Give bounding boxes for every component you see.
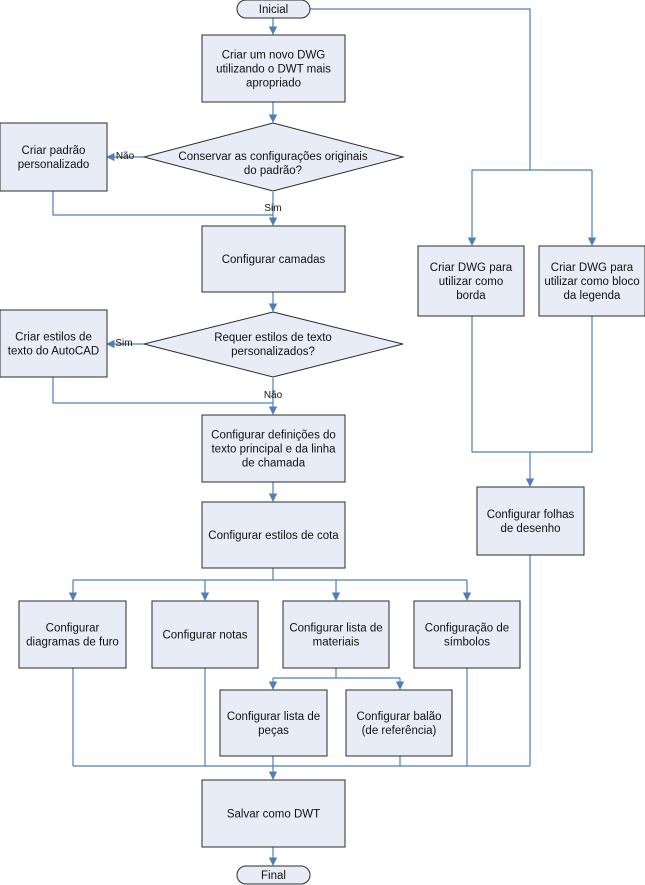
node-text-line: da legenda (564, 290, 622, 302)
node-text-line: Criar DWG para (551, 262, 634, 274)
box-balao-text: Configurar balão (de referência) (356, 711, 441, 737)
node-text-line: (de referência) (362, 725, 437, 737)
node-text-line: Salvar como DWT (227, 809, 320, 821)
box-estilos-autocad: Criar estilos de texto do AutoCAD (0, 309, 108, 378)
edge-start-right (310, 8, 531, 170)
edge-label-sim-2: Sim (115, 338, 132, 349)
node-text-line: texto principal e da linha (211, 444, 336, 456)
box-dwg-borda: Criar DWG para utilizar como borda (417, 245, 525, 317)
node-text-line: utilizando o DWT mais (216, 64, 331, 76)
box-salvar-dwt: Salvar como DWT (201, 779, 346, 848)
node-text-line: de desenho (500, 523, 560, 535)
node-text-line: símbolos (444, 637, 490, 649)
box-padrao-personalizado: Criar padrão personalizado (0, 122, 108, 192)
edge-borda-down (471, 316, 530, 453)
box-materiais-text: Configurar lista de materiais (289, 623, 382, 649)
node-text-line: Conservar as configurações originais (178, 151, 367, 163)
node-text-line: Configuração de (425, 623, 509, 635)
end-terminal: Final (236, 865, 311, 885)
node-text-line: utilizar como bloco (544, 276, 639, 288)
box-def-texto: Configurar definições do texto principal … (201, 414, 346, 483)
node-text-line: texto do AutoCAD (8, 346, 99, 358)
edge-label-nao-1: Não (116, 151, 135, 162)
edge-label-nao-2: Não (264, 390, 283, 401)
node-text-line: personalizado (18, 159, 90, 171)
box-def-texto-text: Configurar definições do texto principal … (211, 430, 336, 470)
decision-requer-estilos: Requer estilos de texto personalizados? (143, 311, 404, 378)
box-simbolos: Configuração de símbolos (413, 600, 521, 669)
node-text-line: Criar padrão (22, 145, 86, 157)
start-label: Inicial (259, 4, 288, 16)
edge-legenda-down (530, 316, 593, 453)
node-text-line: diagramas de furo (26, 637, 119, 649)
box-lista-materiais: Configurar lista de materiais (282, 600, 390, 669)
box-folhas-desenho: Configurar folhas de desenho (476, 486, 585, 556)
box-dwg-legenda: Criar DWG para utilizar como bloco da lege… (538, 245, 645, 317)
box-borda-text: Criar DWG para utilizar como borda (430, 262, 513, 302)
box-salvar-text: Salvar como DWT (227, 809, 320, 821)
node-text-line: Configurar lista de (227, 711, 320, 723)
connectors (52, 8, 597, 866)
box-camadas-text: Configurar camadas (222, 254, 326, 266)
decision-conservar-text: Conservar as configurações originais do p… (178, 151, 367, 177)
node-text-line: Requer estilos de texto (214, 332, 332, 344)
box-cota-text: Configurar estilos de cota (208, 530, 339, 542)
edge-autocad-merge (52, 377, 273, 404)
node-text-line: Criar um novo DWG (222, 50, 326, 62)
node-text-line: peças (258, 725, 289, 737)
box-folhas-text: Configurar folhas de desenho (487, 509, 575, 535)
decision-conservar: Conservar as configurações originais do p… (142, 122, 405, 192)
box-padrao-text: Criar padrão personalizado (18, 145, 90, 171)
end-label: Final (261, 870, 286, 882)
edge-padrao-merge (52, 191, 273, 216)
node-text-line: Configurar estilos de cota (208, 530, 339, 542)
box-simbolos-text: Configuração de símbolos (425, 623, 509, 649)
box-legenda-text: Criar DWG para utilizar como bloco da lege… (544, 262, 639, 302)
edge-label-sim-1: Sim (264, 203, 281, 214)
node-text-line: Configurar definições do (211, 430, 336, 442)
box-diagramas-furo: Configurar diagramas de furo (18, 600, 127, 669)
box-furo-text: Configurar diagramas de furo (26, 623, 119, 649)
node-text-line: utilizar como (439, 276, 504, 288)
node-text-line: Configurar balão (356, 711, 441, 723)
start-terminal: Inicial (236, 0, 311, 19)
node-text-line: personalizados? (231, 346, 315, 358)
node-text-line: borda (456, 290, 486, 302)
node-text-line: Configurar (46, 623, 100, 635)
box-pecas-text: Configurar lista de peças (227, 711, 320, 737)
node-text-line: materiais (313, 637, 360, 649)
node-text-line: Configurar lista de (289, 623, 382, 635)
box-estilos-cota: Configurar estilos de cota (201, 501, 346, 569)
box-lista-pecas: Configurar lista de peças (219, 689, 328, 757)
box-notas-text: Configurar notas (162, 630, 247, 642)
box-novo-dwg: Criar um novo DWG utilizando o DWT mais ap… (201, 34, 346, 103)
node-text-line: Criar DWG para (430, 262, 513, 274)
box-novo-dwg-text: Criar um novo DWG utilizando o DWT mais ap… (216, 50, 331, 90)
node-text-line: Configurar camadas (222, 254, 326, 266)
box-balao: Configurar balão (de referência) (345, 689, 453, 757)
node-text-line: Criar estilos de (15, 332, 92, 344)
node-text-line: Configurar folhas (487, 509, 575, 521)
node-text-line: Configurar notas (162, 630, 247, 642)
decision-requer-text: Requer estilos de texto personalizados? (214, 332, 332, 358)
node-text-line: apropriado (246, 78, 301, 90)
box-camadas: Configurar camadas (201, 225, 346, 293)
box-notas: Configurar notas (151, 600, 259, 669)
node-text-line: de chamada (242, 458, 306, 470)
node-text-line: do padrão? (244, 165, 302, 177)
box-autocad-text: Criar estilos de texto do AutoCAD (8, 332, 99, 358)
